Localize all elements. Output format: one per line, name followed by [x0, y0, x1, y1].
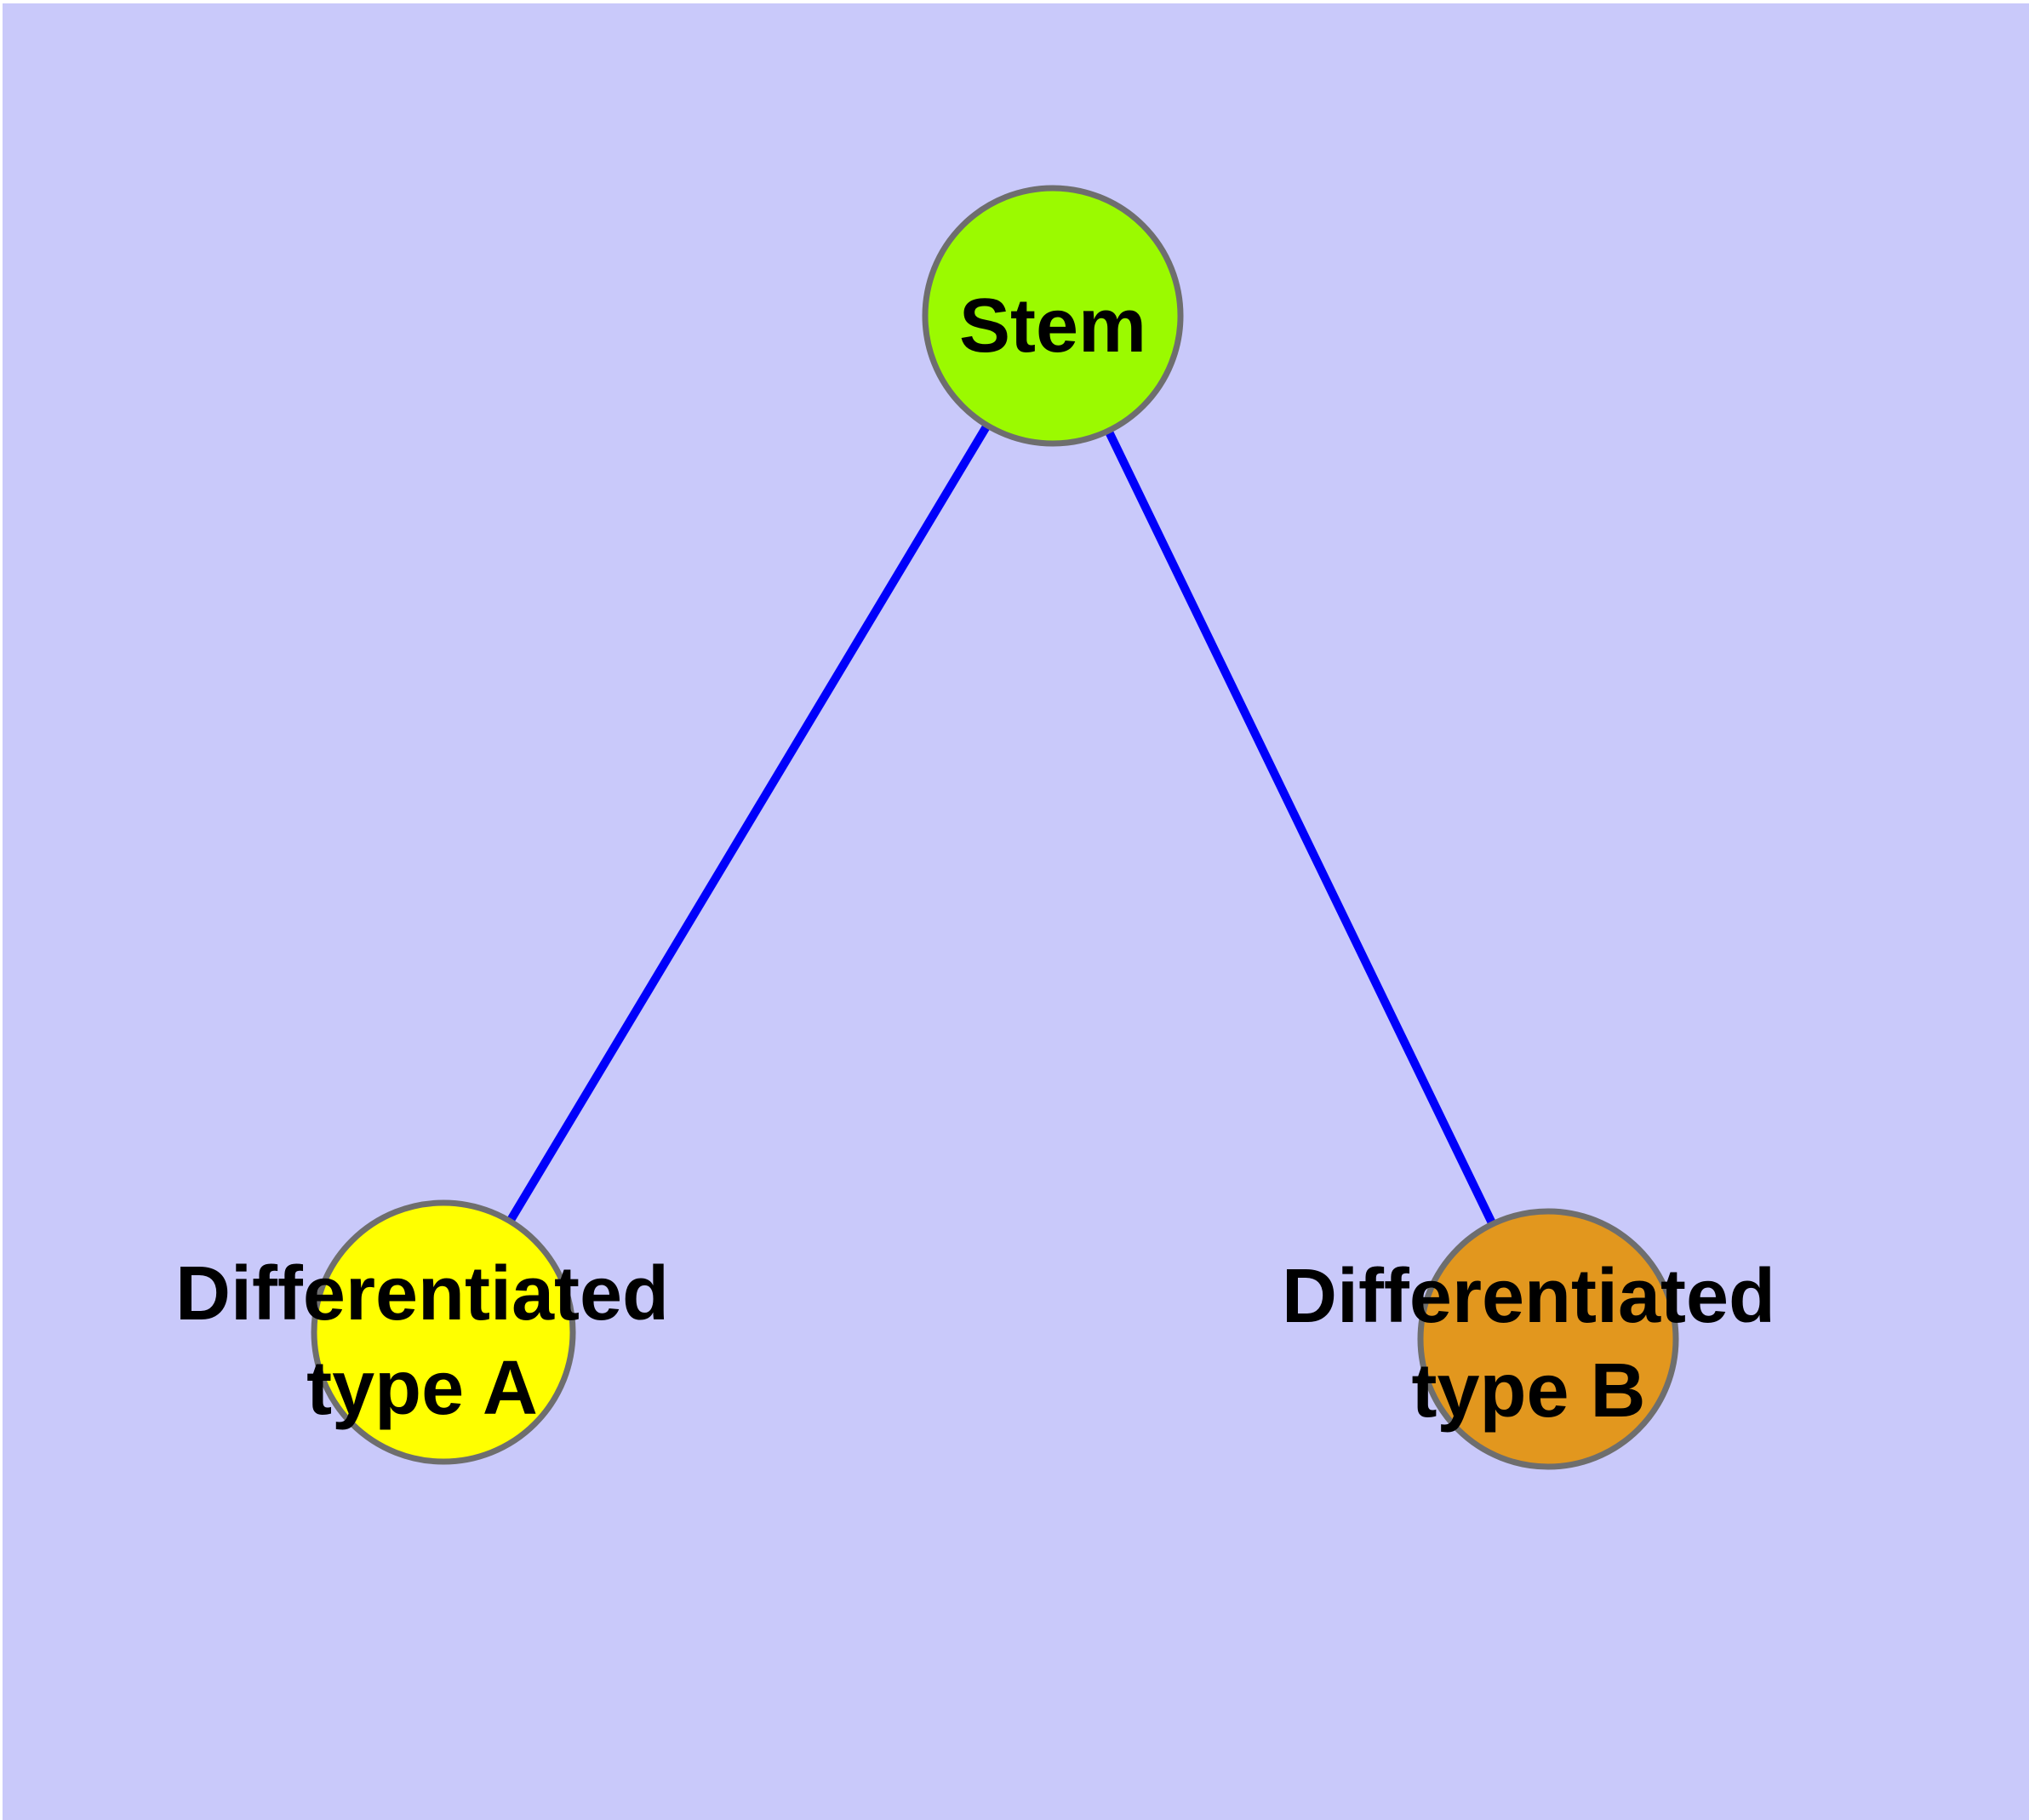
edge-stem-to-differentiated-type-b [1049, 313, 1552, 1342]
node-differentiated-type-a [311, 1199, 576, 1465]
node-differentiated-type-b [1417, 1208, 1679, 1470]
node-label-differentiated-type-b-line1: Differentiated [1282, 1254, 1775, 1339]
node-label-differentiated-type-a-line2: type A [306, 1346, 538, 1431]
nodes-layer [311, 185, 1679, 1470]
node-label-differentiated-type-a-line1: Differentiated [175, 1251, 669, 1336]
edges-layer [439, 313, 1552, 1342]
node-stem [922, 185, 1184, 447]
edge-stem-to-differentiated-type-a [439, 313, 1057, 1335]
node-label-differentiated-type-b-line2: type B [1411, 1348, 1645, 1434]
node-label-stem-line1: Stem [959, 283, 1146, 369]
